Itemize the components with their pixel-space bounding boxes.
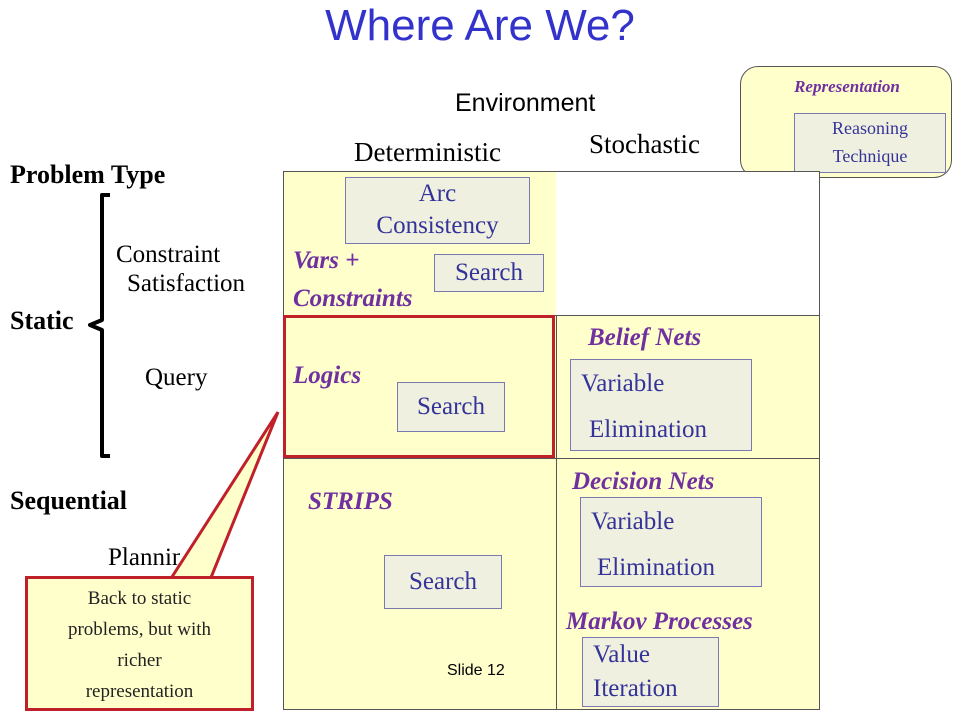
problem-type-label: Problem Type [10, 160, 166, 189]
markov-technique-line1: Value [593, 641, 650, 668]
constraint-label-line1: Constraint [116, 241, 221, 268]
vars-constraints-line1: Vars + [293, 247, 360, 274]
callout-line3: richer [117, 650, 162, 671]
arc-consistency-line2: Consistency [376, 212, 499, 239]
callout-line2: problems, but with [67, 619, 212, 640]
vars-constraints-line2: Constraints [293, 285, 413, 312]
deterministic-header: Deterministic [354, 137, 501, 167]
legend-box: Representation Reasoning Technique [740, 66, 952, 178]
sequential-label: Sequential [10, 486, 128, 515]
logics-label: Logics [293, 362, 362, 389]
callout-line1: Back to static [87, 588, 192, 609]
legend-representation-label: Representation [794, 77, 900, 96]
decision-nets-technique-line1: Variable [591, 508, 675, 535]
arc-consistency-box: Arc Consistency [345, 177, 530, 244]
arc-consistency-line1: Arc [418, 180, 457, 207]
belief-nets-technique-line2: Elimination [589, 416, 708, 443]
static-label: Static [10, 306, 74, 335]
markov-technique-box: Value Iteration [582, 637, 719, 707]
constraint-label-line2: Satisfaction [127, 270, 246, 297]
legend-technique-box: Reasoning Technique [794, 113, 946, 173]
cell-stochastic-csp [556, 171, 820, 316]
callout-line4: representation [85, 681, 194, 702]
belief-nets-technique-line1: Variable [581, 370, 665, 397]
slide-title: Where Are We? [325, 1, 635, 50]
stochastic-header: Stochastic [589, 129, 700, 159]
strips-label: STRIPS [308, 488, 393, 515]
planning-label: Planning [108, 544, 180, 571]
belief-nets-technique-box: Variable Elimination [570, 359, 752, 451]
markov-technique-line2: Iteration [593, 675, 678, 702]
callout-box: Back to static problems, but with richer… [25, 576, 254, 711]
environment-header: Environment [455, 89, 596, 117]
strips-search-box: Search [384, 555, 502, 609]
callout-pointer [167, 411, 280, 582]
markov-processes-label: Markov Processes [566, 608, 753, 635]
static-bracket [88, 193, 110, 458]
decision-nets-technique-line2: Elimination [597, 554, 716, 581]
decision-nets-technique-box: Variable Elimination [580, 497, 762, 587]
slide-number: Slide 12 [447, 662, 505, 679]
csp-search-box: Search [434, 254, 544, 292]
highlight-rectangle [283, 315, 555, 458]
legend-technique-line1: Reasoning [832, 118, 908, 138]
belief-nets-label: Belief Nets [588, 324, 702, 351]
query-label: Query [145, 364, 208, 391]
logics-search-box: Search [397, 382, 505, 432]
legend-technique-line2: Technique [832, 146, 908, 166]
decision-nets-label: Decision Nets [572, 468, 715, 495]
